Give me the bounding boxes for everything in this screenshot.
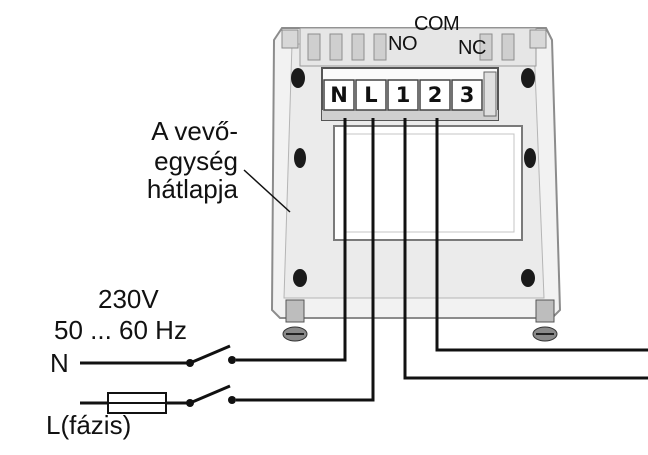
corner-notch-left xyxy=(281,29,299,49)
unit-caption-line-1: A vevő- xyxy=(151,116,238,146)
wire-neutral xyxy=(236,118,347,362)
unit-caption-line-2: egység xyxy=(154,146,238,176)
terminal-key-n: N xyxy=(330,83,348,107)
screw-right xyxy=(532,299,558,342)
terminal-block-shadow xyxy=(322,110,498,120)
switch-contacts xyxy=(186,356,236,407)
supply-phase-label: L(fázis) xyxy=(46,410,132,440)
terminal-cells xyxy=(323,79,483,111)
supply-frequency: 50 ... 60 Hz xyxy=(54,315,187,345)
switch-phase-blade xyxy=(189,384,231,405)
unit-caption-line-3: hátlapja xyxy=(146,174,238,204)
backplate-window xyxy=(333,125,523,241)
mounting-holes xyxy=(291,68,536,287)
wire-terminal-2 xyxy=(435,118,648,352)
caption-pointer xyxy=(243,169,291,213)
wire-phase xyxy=(236,118,375,402)
screw-left xyxy=(282,299,308,342)
terminal-key-l: L xyxy=(364,83,378,107)
terminal-key-2: 2 xyxy=(427,83,443,107)
terminal-label-no: NO xyxy=(388,33,418,55)
terminal-label-com: COM xyxy=(414,13,460,35)
supply-voltage: 230V xyxy=(98,284,159,314)
terminal-label-nc: NC xyxy=(458,37,486,59)
terminal-key-3: 3 xyxy=(459,83,475,107)
terminal-key-1: 1 xyxy=(395,83,411,107)
switch-neutral-blade xyxy=(189,344,231,365)
wire-terminal-1 xyxy=(403,118,648,380)
corner-notch-right xyxy=(529,29,547,49)
wires xyxy=(80,118,648,405)
terminal-end-cap xyxy=(483,71,497,117)
rib-slots xyxy=(307,33,515,61)
supply-neutral-label: N xyxy=(50,348,69,378)
